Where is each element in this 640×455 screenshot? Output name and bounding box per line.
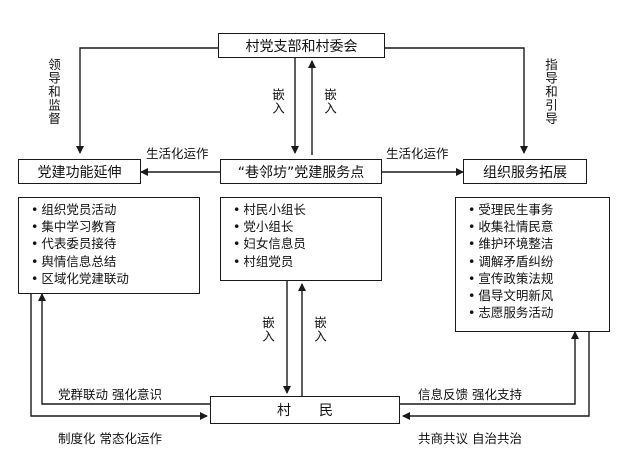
org-service-list-box: 受理民生事务 收集社情民意 维护环境整洁 调解矛盾纠纷 宣传政策法规 倡导文明新… — [455, 197, 610, 332]
list-item: 维护环境整洁 — [468, 235, 609, 252]
villagers-label: 村 民 — [277, 403, 333, 419]
lead-supervise-label: 领导和监督 — [46, 58, 61, 126]
feedback-label: 信息反馈 强化支持 — [418, 387, 522, 402]
villagers-box: 村 民 — [210, 396, 400, 424]
village-committee-box: 村党支部和村委会 — [218, 33, 385, 58]
embed-label-bottom-left: 嵌入 — [260, 316, 275, 343]
village-committee-label: 村党支部和村委会 — [245, 38, 358, 55]
arrow-top-to-left — [76, 47, 218, 154]
arrow-villagers-to-right — [400, 331, 579, 405]
institution-label: 制度化 常态化运作 — [58, 431, 162, 446]
list-item: 村组党员 — [233, 253, 381, 270]
life-operation-left-label: 生活化运作 — [146, 146, 209, 161]
list-item: 志愿服务活动 — [468, 304, 609, 321]
list-item: 宣传政策法规 — [468, 270, 609, 287]
list-item: 村民小组长 — [233, 201, 381, 218]
embed-label-top-right: 嵌入 — [322, 88, 337, 115]
list-item: 代表委员接待 — [31, 235, 199, 252]
party-function-label: 党建功能延伸 — [37, 164, 122, 181]
party-function-list-box: 组织党员活动 集中学习教育 代表委员接待 舆情信息总结 区域化党建联动 — [18, 197, 200, 294]
org-service-list: 受理民生事务 收集社情民意 维护环境整洁 调解矛盾纠纷 宣传政策法规 倡导文明新… — [468, 201, 609, 321]
list-item: 区域化党建联动 — [31, 270, 199, 287]
list-item: 集中学习教育 — [31, 218, 199, 235]
list-item: 舆情信息总结 — [31, 253, 199, 270]
guide-label: 指导和引导 — [543, 58, 558, 126]
list-item: 党小组长 — [233, 218, 381, 235]
org-service-label: 组织服务拓展 — [483, 164, 567, 181]
party-function-list: 组织党员活动 集中学习教育 代表委员接待 舆情信息总结 区域化党建联动 — [31, 201, 199, 287]
life-operation-right-label: 生活化运作 — [386, 146, 449, 161]
embed-label-top-left: 嵌入 — [270, 88, 285, 115]
list-item: 倡导文明新风 — [468, 287, 609, 304]
list-item: 调解矛盾纠纷 — [468, 253, 609, 270]
org-service-box: 组织服务拓展 — [463, 159, 587, 184]
list-item: 收集社情民意 — [468, 218, 609, 235]
service-point-list-box: 村民小组长 党小组长 妇女信息员 村组党员 — [220, 197, 382, 281]
party-mass-label: 党群联动 强化意识 — [58, 387, 162, 402]
service-point-list: 村民小组长 党小组长 妇女信息员 村组党员 — [233, 201, 381, 270]
party-function-box: 党建功能延伸 — [18, 159, 141, 184]
list-item: 妇女信息员 — [233, 235, 381, 252]
arrow-left-to-villagers — [30, 294, 208, 420]
list-item: 组织党员活动 — [31, 201, 199, 218]
consult-label: 共商共议 自治共治 — [418, 431, 522, 446]
list-item: 受理民生事务 — [468, 201, 609, 218]
embed-label-bottom-right: 嵌入 — [312, 316, 327, 343]
arrow-right-to-villagers — [402, 332, 590, 420]
arrow-villagers-to-left — [38, 293, 210, 405]
service-point-box: “巷邻坊”党建服务点 — [220, 159, 382, 184]
service-point-label: “巷邻坊”党建服务点 — [237, 164, 365, 181]
arrow-top-to-right — [385, 47, 528, 154]
